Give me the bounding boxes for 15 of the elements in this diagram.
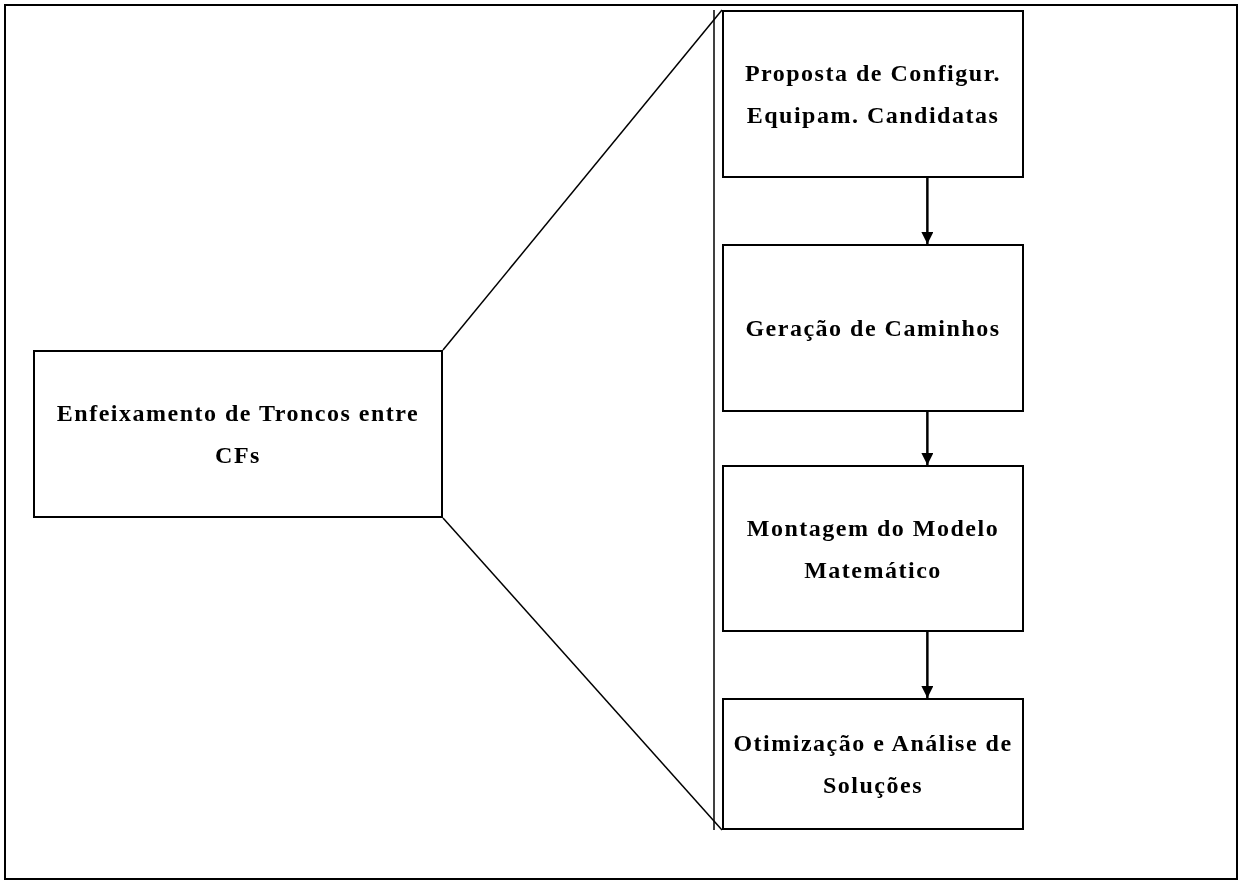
process-box (33, 350, 443, 518)
connector-line (442, 9, 723, 351)
process-box (722, 244, 1024, 412)
box-label: Enfeixamento de Troncos entre CFs (55, 399, 421, 470)
arrow (921, 632, 934, 698)
process-box (722, 10, 1024, 178)
process-box (722, 465, 1024, 632)
process-box (722, 698, 1024, 830)
arrow (921, 178, 934, 244)
box-label: Montagem do Modelo Matemático (745, 513, 1001, 585)
box-label: Proposta de Configur. Equipam. Candidatas (743, 59, 1003, 130)
box-label: Geração de Caminhos (744, 314, 1002, 343)
box-label: Otimização e Análise de Soluções (732, 729, 1014, 800)
arrow (921, 412, 934, 465)
connector-line (442, 517, 723, 831)
